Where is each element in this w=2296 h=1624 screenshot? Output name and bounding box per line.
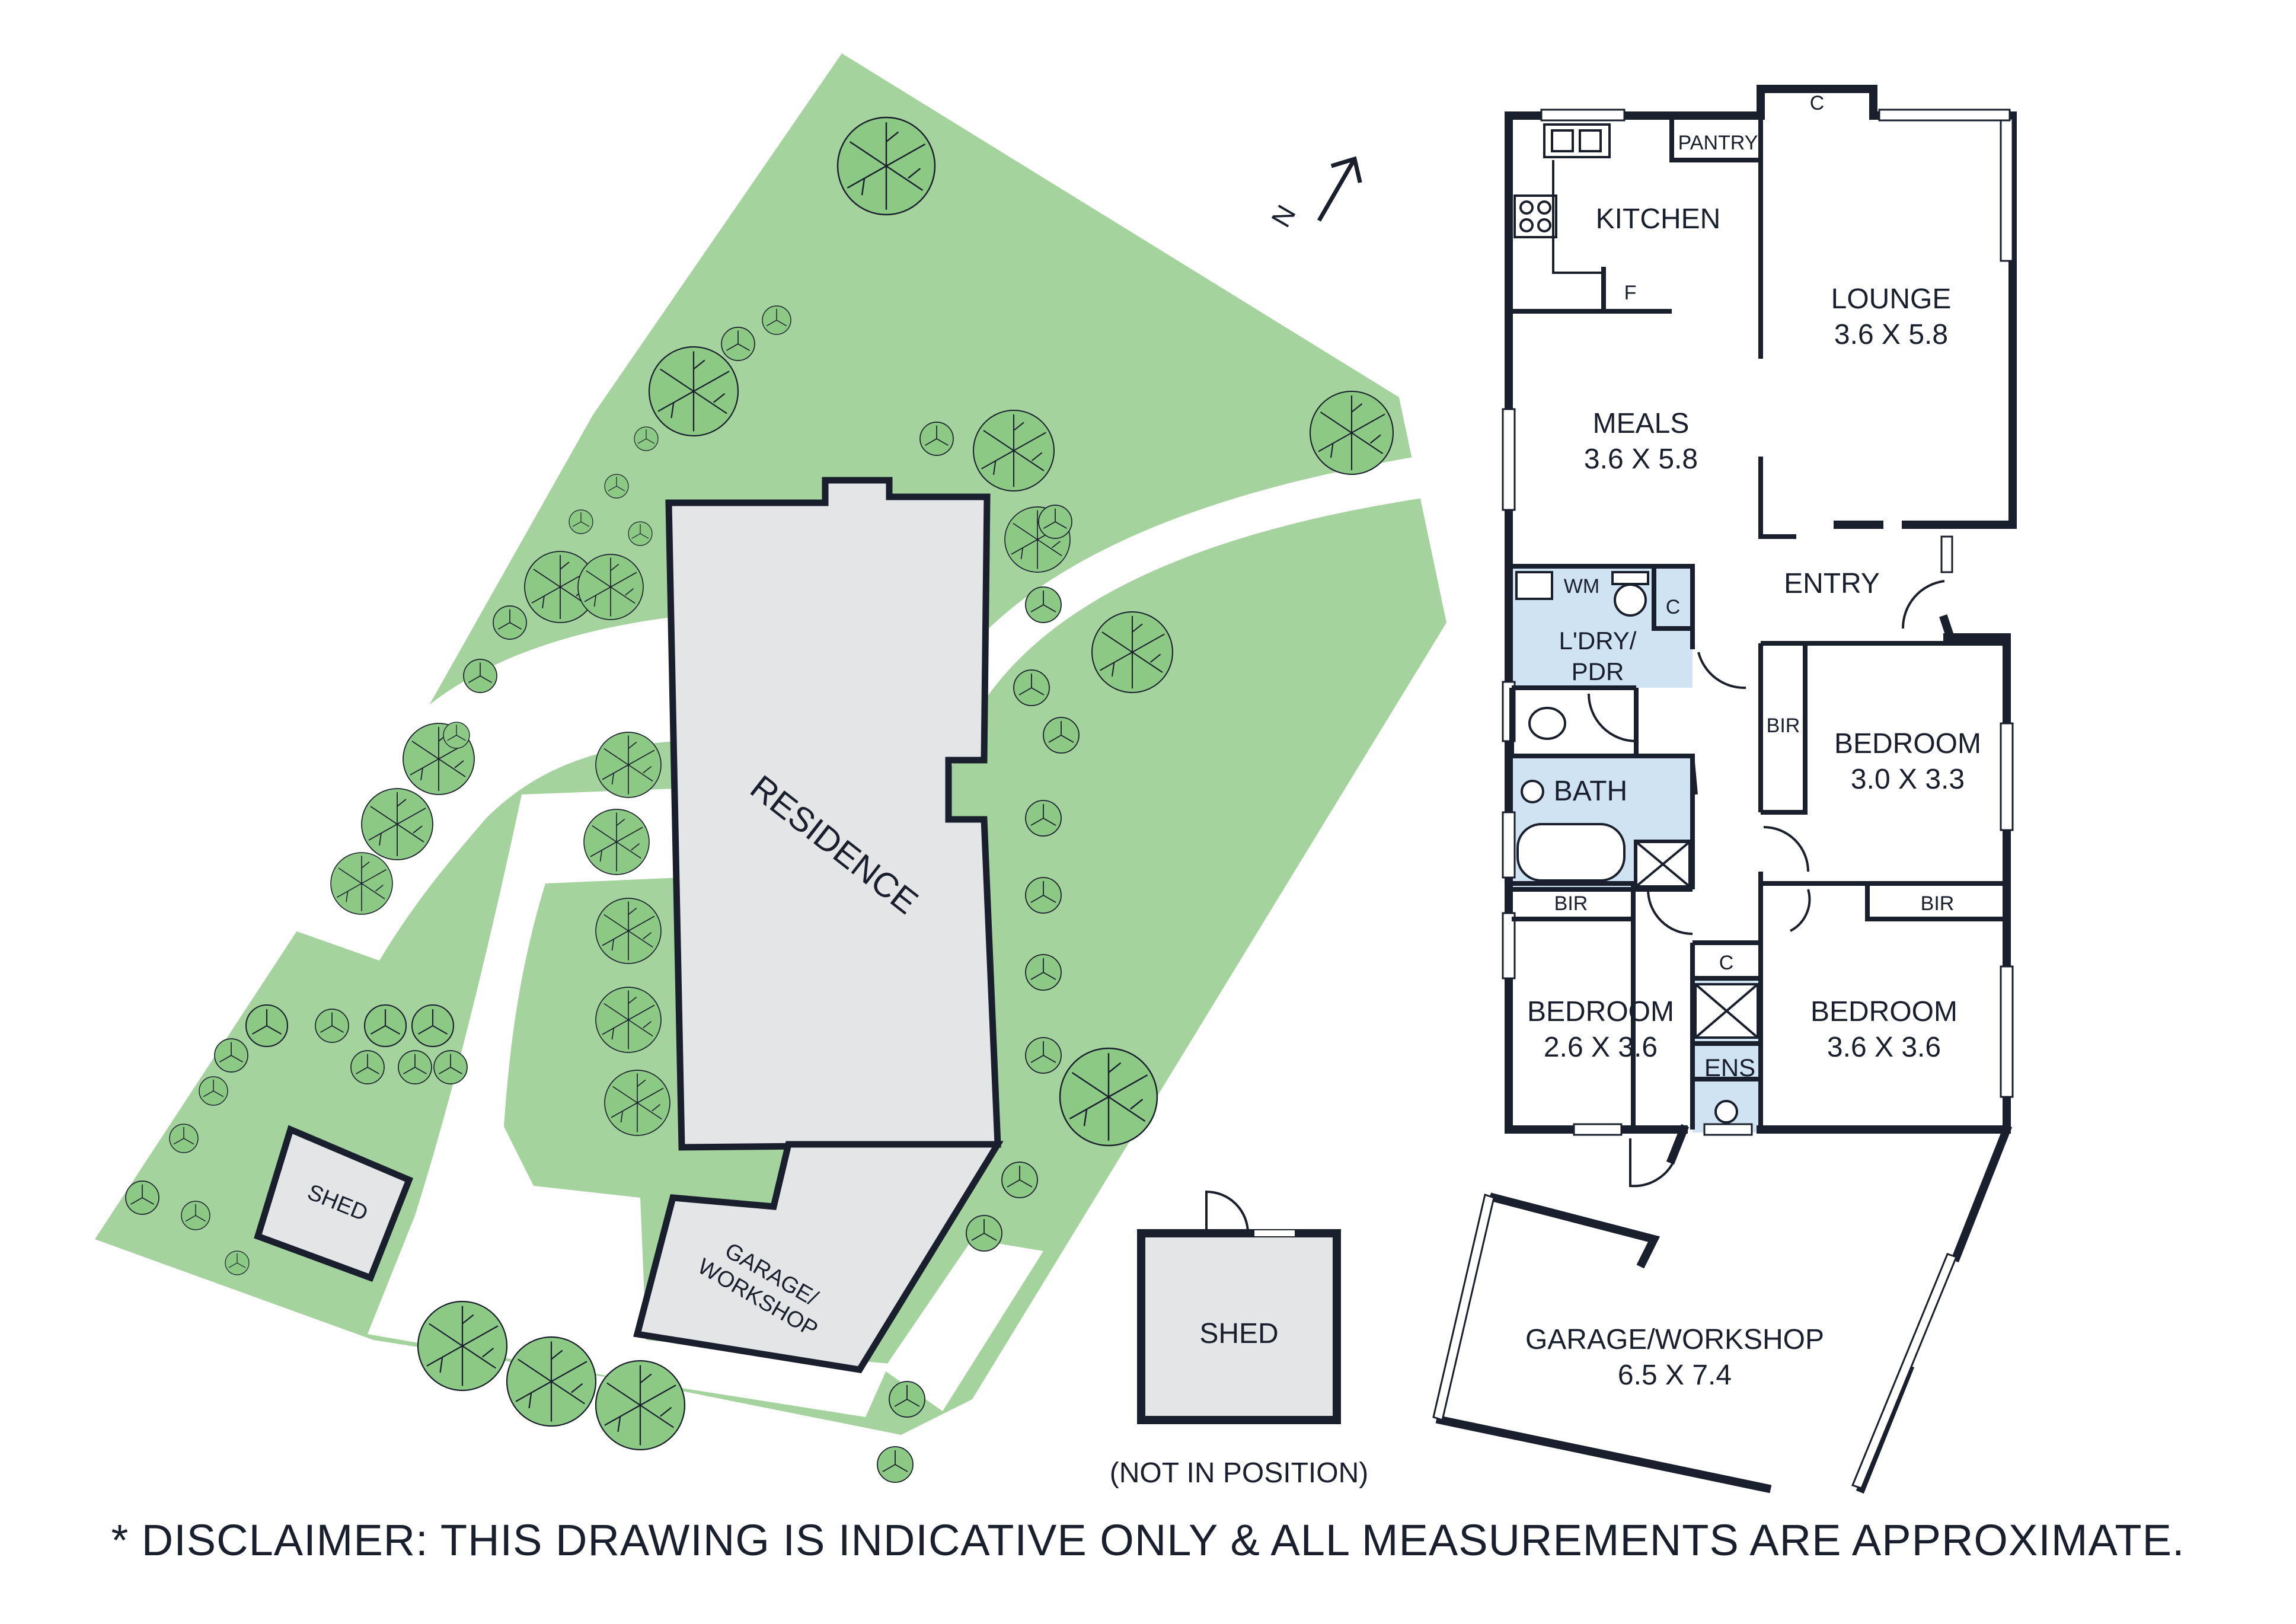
shed-detail-note: (NOT IN POSITION) [1110,1457,1368,1489]
shed-detail-label: SHED [1199,1318,1278,1349]
residence-footprint [665,477,1001,1151]
room-laundry: L'DRY/PDR [1559,627,1637,685]
room-entry: ENTRY [1784,568,1880,599]
room-labels: KITCHEN PANTRY LOUNGE 3.6 X 5.8 MEALS 3.… [1525,132,1981,1391]
toilet-icon [1528,707,1566,740]
room-ens: ENS [1704,1054,1755,1081]
room-garage: GARAGE/WORKSHOP [1525,1324,1824,1355]
cupboard-label: C [1810,92,1825,114]
ensuite-basin-icon [1714,1100,1738,1124]
garage-footprint [633,1141,1004,1374]
room-bed2: BEDROOM [1527,996,1674,1028]
room-kitchen: KITCHEN [1596,203,1721,235]
room-bed1: BEDROOM [1834,728,1981,760]
room-lounge-size: 3.6 X 5.8 [1834,319,1948,350]
room-meals-size: 3.6 X 5.8 [1584,444,1698,475]
bir-label: BIR [1921,892,1955,915]
disclaimer-text: * DISCLAIMER: THIS DRAWING IS INDICATIVE… [111,1515,2185,1565]
fixture-labels: WM F C C C BIR BIR BIR [1554,92,1955,974]
fridge-label: F [1624,282,1637,304]
toilet-icon [1614,583,1647,617]
south-path [883,1239,1043,1411]
room-bath: BATH [1554,776,1627,807]
cupboard-label: C [1666,596,1681,618]
wm-label: WM [1564,575,1599,598]
basin-icon [1521,780,1544,803]
site-plan: RESIDENCE GARAGE/WORKSHOP SHED N [95,53,1446,1483]
access-path [368,789,889,1417]
bir-label: BIR [1554,892,1588,915]
room-bed2-size: 2.6 X 3.6 [1544,1032,1658,1063]
svg-text:N: N [1265,200,1302,232]
room-bed3-size: 3.6 X 3.6 [1827,1032,1941,1063]
room-pantry: PANTRY [1678,132,1758,154]
room-bed1-size: 3.0 X 3.3 [1851,764,1965,795]
room-meals: MEALS [1593,408,1690,439]
floor-plan: KITCHEN PANTRY LOUNGE 3.6 X 5.8 MEALS 3.… [1432,85,2017,1494]
bathtub-icon [1516,823,1626,882]
washer-icon [1515,571,1553,600]
shed-detail: SHED (NOT IN POSITION) [1110,1190,1368,1489]
bir-label: BIR [1767,714,1800,737]
room-bed3: BEDROOM [1810,996,1957,1028]
room-garage-size: 6.5 X 7.4 [1618,1360,1732,1391]
site-shed [254,1125,414,1282]
room-lounge: LOUNGE [1831,283,1952,315]
cooktop-icon [1513,194,1557,238]
north-arrow-icon: N [1265,156,1362,232]
cupboard-label: C [1719,952,1734,974]
